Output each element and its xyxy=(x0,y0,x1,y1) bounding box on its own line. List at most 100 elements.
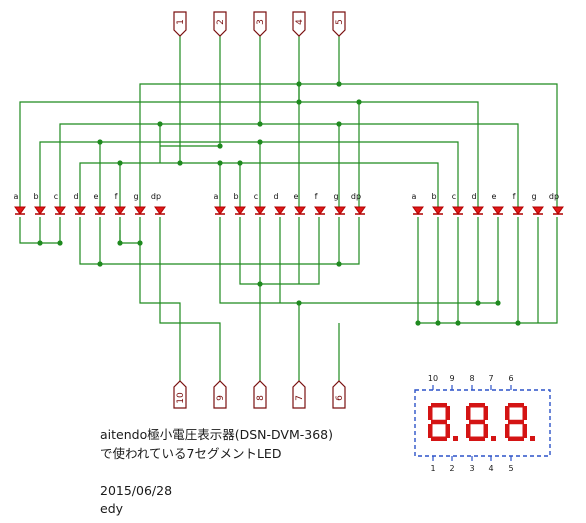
segment-label: dp xyxy=(151,192,161,201)
package-top-pins: 10 9 8 7 6 xyxy=(428,374,514,390)
led-diode: f xyxy=(114,192,126,215)
led-diode: c xyxy=(254,192,266,215)
package-pin-label: 4 xyxy=(488,464,493,473)
segment-label: f xyxy=(315,192,318,201)
display-segment xyxy=(508,436,524,441)
top-pin-port: 2 xyxy=(213,11,227,37)
svg-text:4: 4 xyxy=(295,19,305,25)
led-diode: e xyxy=(94,192,106,215)
led-diode: a xyxy=(214,192,226,215)
seven-segment-display xyxy=(428,403,535,441)
package-pin-label: 6 xyxy=(508,374,513,383)
display-segment xyxy=(469,436,485,441)
svg-text:1: 1 xyxy=(176,19,186,25)
package-pin-label: 1 xyxy=(430,464,435,473)
led-diode: d xyxy=(471,192,484,215)
wires xyxy=(19,36,558,408)
top-pin-port: 5 xyxy=(332,11,346,37)
package-pin-label: 10 xyxy=(428,374,438,383)
led-diode: b xyxy=(33,192,46,215)
segment-label: d xyxy=(73,192,78,201)
segment-label: g xyxy=(333,192,338,201)
display-segment xyxy=(469,419,485,425)
bottom-pin-port: 8 xyxy=(253,380,267,409)
display-segment xyxy=(466,406,471,420)
display-segment xyxy=(431,419,447,425)
display-segment xyxy=(431,436,447,441)
package-pin-label: 5 xyxy=(508,464,513,473)
display-segment xyxy=(431,403,447,408)
junctions xyxy=(37,81,521,326)
segment-label: a xyxy=(14,192,19,201)
package-drawing: 10 9 8 7 6 1 2 3 4 5 xyxy=(414,374,551,473)
display-segment xyxy=(466,424,471,438)
display-segment xyxy=(445,406,450,420)
segment-label: c xyxy=(254,192,258,201)
top-pin-port: 1 xyxy=(173,11,187,37)
segment-label: a xyxy=(214,192,219,201)
display-segment xyxy=(505,424,510,438)
led-diode: b xyxy=(233,192,246,215)
display-segment xyxy=(483,424,488,438)
led-diode: a xyxy=(412,192,424,215)
svg-text:2: 2 xyxy=(216,19,226,25)
led-diode: e xyxy=(492,192,504,215)
led-diode: c xyxy=(452,192,464,215)
bottom-pin-ports: 10 9 8 7 6 xyxy=(173,380,346,409)
segment-label: dp xyxy=(549,192,559,201)
segment-label: e xyxy=(294,192,299,201)
bottom-pin-port: 9 xyxy=(213,380,227,409)
package-pin-label: 2 xyxy=(449,464,454,473)
package-bottom-pins: 1 2 3 4 5 xyxy=(430,456,514,473)
package-pin-label: 9 xyxy=(449,374,454,383)
bottom-pin-port: 10 xyxy=(173,380,187,409)
svg-text:5: 5 xyxy=(335,19,345,25)
display-decimal-point xyxy=(453,436,458,441)
display-digit xyxy=(428,403,458,441)
author-label: edy xyxy=(100,501,124,516)
segment-label: c xyxy=(452,192,456,201)
svg-text:9: 9 xyxy=(216,395,226,401)
segment-label: d xyxy=(471,192,476,201)
date-label: 2015/06/28 xyxy=(100,483,172,498)
display-segment xyxy=(469,403,485,408)
segment-label: d xyxy=(273,192,278,201)
segment-label: c xyxy=(54,192,58,201)
segment-label: e xyxy=(94,192,99,201)
led-diode: b xyxy=(431,192,444,215)
led-diode: d xyxy=(73,192,86,215)
display-segment xyxy=(508,419,524,425)
led-diode: f xyxy=(314,192,326,215)
display-segment xyxy=(428,424,433,438)
led-diode: e xyxy=(294,192,306,215)
segment-label: f xyxy=(513,192,516,201)
segment-label: g xyxy=(133,192,138,201)
led-diode: g xyxy=(333,192,346,215)
display-segment xyxy=(483,406,488,420)
led-diode: f xyxy=(512,192,524,215)
segment-label: g xyxy=(531,192,536,201)
caption-line-2: で使われている7セグメントLED xyxy=(100,446,281,461)
led-diode: g xyxy=(531,192,544,215)
led-diode: d xyxy=(273,192,286,215)
display-digit xyxy=(505,403,535,441)
svg-text:3: 3 xyxy=(256,19,266,25)
display-segment xyxy=(445,424,450,438)
led-diode: dp xyxy=(549,192,564,215)
package-pin-label: 3 xyxy=(469,464,474,473)
svg-text:6: 6 xyxy=(335,395,345,401)
segment-label: b xyxy=(233,192,238,201)
bottom-pin-port: 6 xyxy=(332,380,346,409)
caption-line-1: aitendo極小電圧表示器(DSN-DVM-368) xyxy=(100,427,333,442)
led-diode: g xyxy=(133,192,146,215)
top-pin-port: 3 xyxy=(253,11,267,37)
led-diode: dp xyxy=(151,192,166,215)
bottom-pin-port: 7 xyxy=(292,380,306,409)
led-diode: a xyxy=(14,192,26,215)
segment-label: a xyxy=(412,192,417,201)
display-decimal-point xyxy=(491,436,496,441)
display-decimal-point xyxy=(530,436,535,441)
segment-label: f xyxy=(115,192,118,201)
